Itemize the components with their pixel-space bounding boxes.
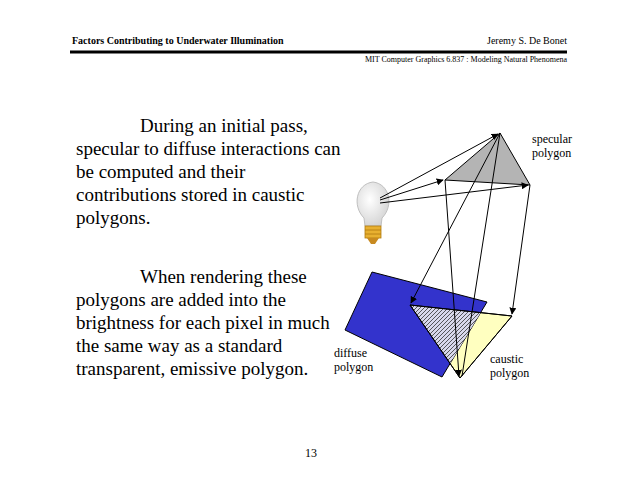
specular-polygon: [445, 133, 530, 185]
header-rule: [70, 51, 567, 54]
light-rays: [380, 133, 530, 376]
polygon-label: specular polygon: [532, 132, 582, 160]
body-paragraph: During an initial pass, specular to diff…: [76, 114, 344, 229]
light-bulb: [357, 182, 389, 244]
polygon-label: caustic polygon: [490, 352, 540, 380]
body-paragraph: When rendering these polygons are added …: [76, 265, 344, 380]
polygon-label: diffuse polygon: [334, 346, 380, 374]
course-name: MIT Computer Graphics 6.837 : Modeling N…: [267, 55, 567, 64]
page-number: 13: [296, 446, 326, 460]
author-name: Jeremy S. De Bonet: [417, 35, 567, 47]
slide-title: Factors Contributing to Underwater Illum…: [72, 35, 283, 46]
